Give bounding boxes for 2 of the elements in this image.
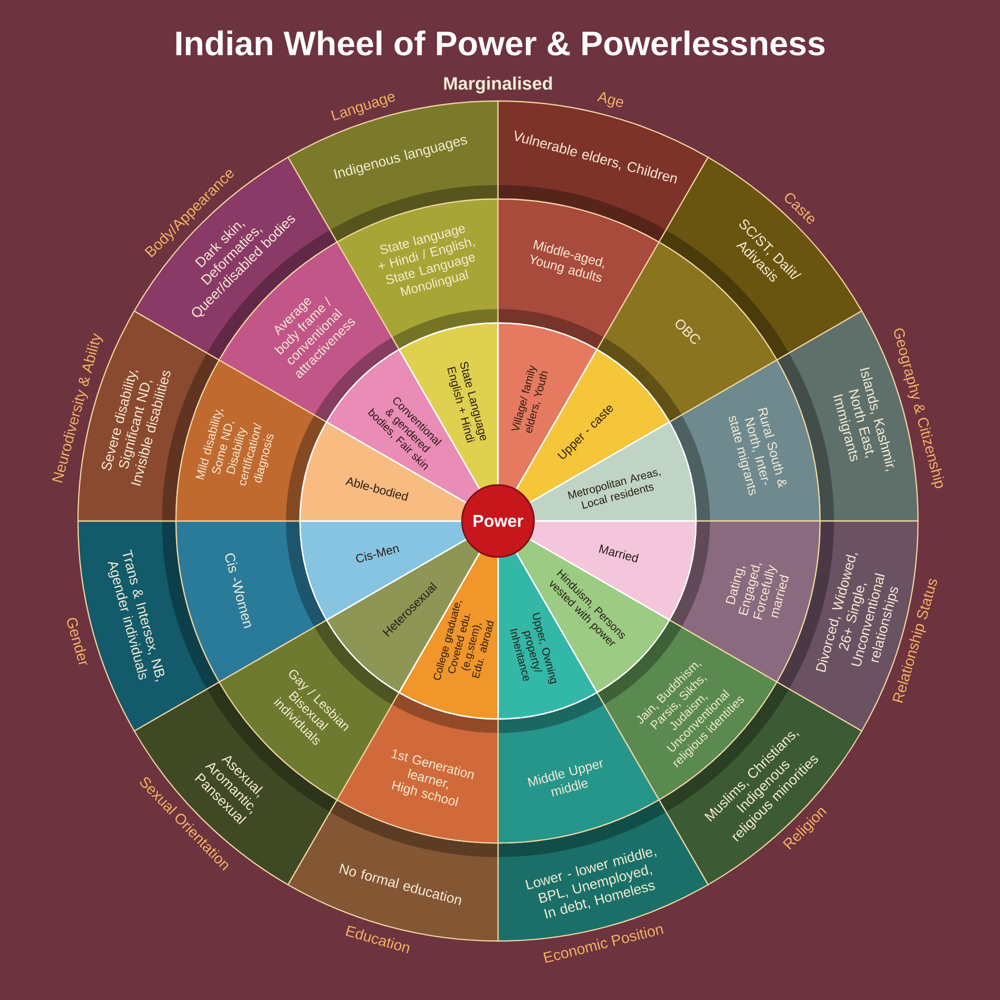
ring-label: Marginalised — [444, 76, 552, 94]
title: Indian Wheel of Power & Powerlessness — [176, 30, 825, 56]
